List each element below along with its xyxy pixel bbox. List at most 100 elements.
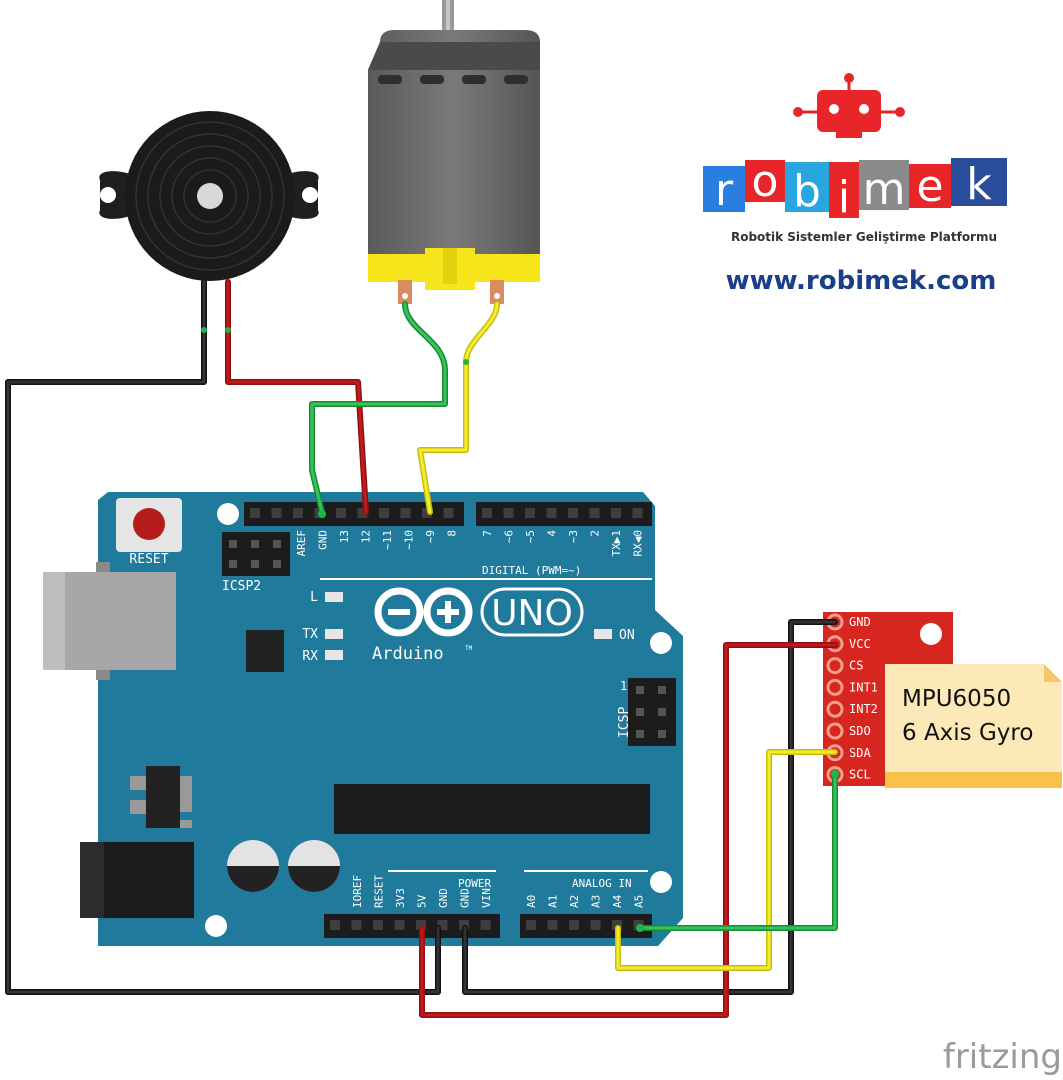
pin-label: A1 — [547, 895, 560, 908]
header-pin — [293, 508, 303, 518]
header-pin — [357, 508, 368, 518]
sensor-pin — [826, 722, 844, 740]
brand-tagline: Robotik Sistemler Geliştirme Platformu — [731, 230, 997, 244]
wire-buzzer-pin12 — [225, 279, 369, 515]
sensor-pin-label: SDO — [849, 724, 871, 738]
pin-label: 3V3 — [394, 888, 407, 908]
pin-label: GND — [317, 530, 330, 550]
sensor-pin — [826, 678, 844, 696]
sensor-pin-label: SDA — [849, 746, 871, 760]
reset-label: RESET — [129, 552, 168, 567]
header-pin — [546, 508, 557, 518]
header-pin — [611, 508, 621, 518]
header-pin — [590, 920, 601, 930]
robimek-logo — [703, 73, 1007, 218]
header-pin — [373, 920, 383, 930]
sensor-pin-label: VCC — [849, 637, 871, 651]
uno-label: UNO — [491, 593, 573, 634]
pin-label: ~5 — [524, 530, 537, 543]
logo-letter: o — [752, 156, 779, 207]
pin-label: RX◀0 — [632, 530, 645, 557]
header-pin — [394, 920, 405, 930]
header-pin — [503, 508, 514, 518]
pin-label: A2 — [568, 895, 581, 908]
pin-label: ~10 — [403, 530, 416, 550]
fritzing-watermark: fritzing — [943, 1037, 1062, 1077]
header-pin — [480, 920, 491, 930]
logo-letter: r — [715, 165, 734, 216]
header-pin — [437, 920, 448, 930]
pin-label: ~11 — [381, 530, 394, 550]
note-line-2: 6 Axis Gyro — [902, 720, 1033, 746]
sensor-pin-label: CS — [849, 659, 863, 673]
pin-label: TX▶1 — [610, 530, 623, 557]
pin-label: VIN — [480, 888, 493, 908]
pin-label: 2 — [589, 530, 602, 537]
pin-label: A5 — [633, 895, 646, 908]
tm-mark: TM — [465, 645, 473, 652]
note-sticky — [885, 664, 1062, 788]
sensor-pin — [826, 657, 844, 675]
header-pin — [271, 508, 282, 518]
arduino-label: Arduino — [372, 644, 444, 664]
note-line-1: MPU6050 — [902, 686, 1011, 712]
header-pin — [589, 508, 600, 518]
icsp-pin1-label: 1 — [620, 679, 627, 693]
pin-label: ~9 — [424, 530, 437, 543]
pin-label: A0 — [525, 895, 538, 908]
sensor-pin-label: GND — [849, 615, 871, 629]
brand-url: www.robimek.com — [726, 266, 997, 296]
pin-label: A4 — [611, 894, 624, 908]
pin-label: ~3 — [567, 530, 580, 543]
header-pin — [482, 508, 492, 518]
header-pin — [525, 508, 535, 518]
header-pin — [568, 508, 578, 518]
led-rx-label: RX — [302, 649, 318, 664]
pin-label: 5V — [416, 894, 429, 908]
pin-label: ~6 — [503, 530, 516, 543]
wires — [5, 279, 838, 1018]
header-pin — [351, 920, 362, 930]
pin-label: AREF — [295, 530, 308, 557]
header-pin — [526, 920, 536, 930]
pin-label: A3 — [590, 895, 603, 908]
sensor-pin-label: SCL — [849, 768, 871, 782]
header-pin — [547, 920, 558, 930]
header-pin — [400, 508, 411, 518]
pin-label: 7 — [481, 530, 494, 537]
header-pin — [569, 920, 579, 930]
pin-label: GND — [459, 888, 472, 908]
sensor-pin-label: INT1 — [849, 680, 878, 694]
pin-label: 13 — [338, 530, 351, 543]
wire-motor-pin9 — [417, 301, 500, 515]
header-pin — [416, 920, 426, 930]
icsp2-label: ICSP2 — [222, 579, 261, 594]
sensor-pin-label: INT2 — [849, 702, 878, 716]
header-pin — [632, 508, 643, 518]
led-tx-label: TX — [302, 627, 318, 642]
pin-label: 8 — [446, 530, 459, 537]
pin-label: GND — [437, 888, 450, 908]
pin-label: 12 — [360, 530, 373, 543]
header-pin — [443, 508, 454, 518]
sensor-pin — [826, 700, 844, 718]
logo-letter: e — [916, 161, 943, 212]
arduino-uno-board — [43, 492, 683, 946]
logo-letter: b — [793, 166, 821, 217]
logo-letter: k — [966, 159, 992, 210]
header-pin — [459, 920, 469, 930]
header-pin — [422, 508, 432, 518]
pin-label: 4 — [546, 530, 559, 537]
led-on-label: ON — [619, 628, 635, 643]
arduino-logo — [374, 587, 584, 637]
header-pin — [612, 920, 622, 930]
header-pin — [336, 508, 346, 518]
pin-label: IOREF — [351, 875, 364, 908]
analog-label: ANALOG IN — [572, 877, 632, 890]
led-l-label: L — [310, 590, 318, 605]
header-pin — [330, 920, 340, 930]
power-label: POWER — [458, 877, 491, 890]
icsp-label: ICSP — [617, 707, 632, 738]
pin-label: RESET — [373, 875, 386, 908]
